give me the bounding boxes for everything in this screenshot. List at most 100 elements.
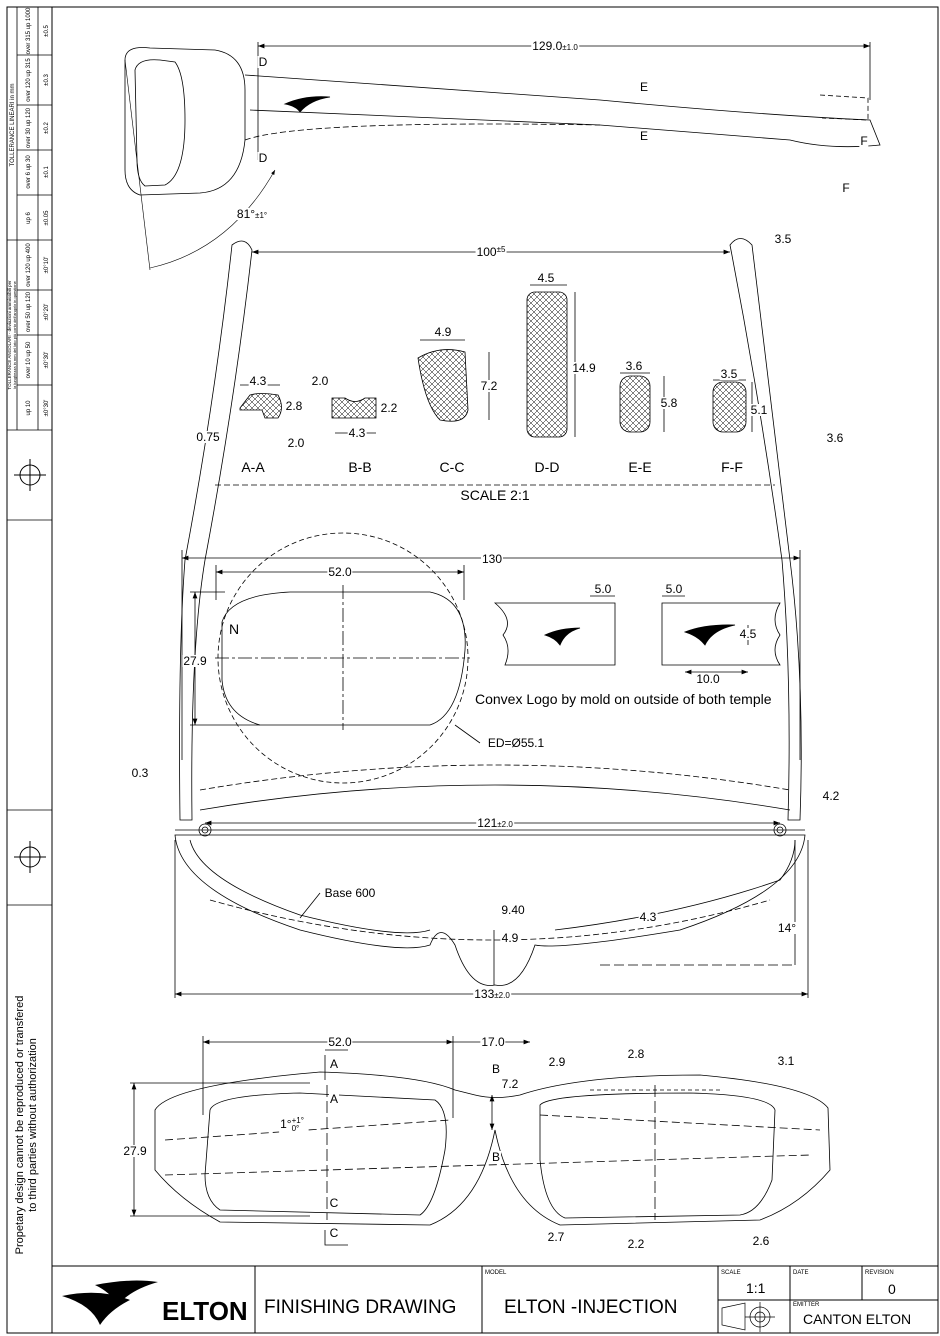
section-label: F-F [720,459,744,475]
bridge-offset-dim: 4.9 [500,931,520,945]
lens-label: N [227,621,241,637]
dim-tolerance: ±5 [496,245,506,254]
tolerance-value: ±0.1 [44,166,50,178]
section-mark-e: E [638,129,650,143]
section-dim: 2.0 [286,436,306,450]
section-label: D-D [533,459,561,475]
bridge-width-dim: 17.0 [480,1035,506,1049]
section-mark-b: B [490,1062,502,1076]
drawing-title: FINISHING DRAWING [264,1297,457,1318]
section-dim: 5.8 [659,396,679,410]
overall-width-dim: 133±2.0 [473,988,511,1000]
section-mark-f: F [841,181,851,195]
front-lens-height-dim: 27.9 [122,1144,148,1158]
frame-top-view [174,238,809,998]
lens-height-dim: 27.9 [182,654,208,668]
revision-label: REVISION [865,1270,894,1276]
section-dim: 2.2 [379,401,399,415]
thickness-dim: 2.8 [626,1047,646,1061]
tolerance-value: ±0.05 [44,210,50,226]
tolerance-range: over 10 up 50 [26,341,32,378]
section-mark-e: E [638,80,650,94]
scale-label: SCALE [721,1270,741,1276]
title-block-grid [51,1265,939,1334]
tolerance-table-grid [7,7,52,906]
section-dim: 2.0 [310,374,330,388]
thickness-dim: 2.9 [547,1055,567,1069]
emitter-value: CANTON ELTON [803,1311,912,1327]
section-mark-c: C [328,1226,340,1240]
section-dim: 4.5 [536,271,556,285]
angular-tolerance-title: TOLLERANCE ANGOLARI - deviazioni ammissi… [7,280,12,390]
dim-value: 1° [280,1117,292,1132]
brand-name: ELTON [162,1296,248,1326]
base-curve-label: Base 600 [323,886,377,900]
bridge-height-dim: 7.2 [500,1077,520,1091]
notice-line: to third parties without authorization [27,1038,39,1212]
section-label: E-E [627,459,653,475]
projection-crosshair-icon [14,841,46,873]
section-mark-d: D [257,55,269,69]
tolerance-value: ±0°20' [44,304,50,321]
dim-value: 100 [476,245,497,259]
section-dim: 4.3 [347,426,367,440]
section-label: B-B [347,459,373,475]
emitter-label: EMITTER [793,1302,820,1308]
thickness-dim: 2.7 [546,1230,566,1244]
section-mark-a: A [328,1057,340,1071]
sheet-border [6,6,939,1334]
tolerance-range: over 120 up 315 [26,58,32,102]
tolerance-range: over 6 up 30 [26,155,32,189]
dim-tolerance-lower: 0° [291,1124,300,1133]
projection-symbol-icon [721,1302,775,1332]
tolerance-range: over 30 up 120 [26,107,32,148]
section-dim: 3.5 [719,367,739,381]
thickness-dim: 2.6 [751,1234,771,1248]
temple-side-view [124,42,881,271]
wrap-angle-dim: 14° [776,921,798,935]
dim-value: 121 [477,816,498,830]
effective-diameter-dim: ED=Ø55.1 [486,736,546,750]
section-dim: 2.8 [284,399,304,413]
dim-value: 133 [474,987,495,1001]
tolerance-value: ±0°10' [44,257,50,274]
section-mark-c: C [328,1196,340,1210]
dim-value: 81° [236,207,256,221]
model-label: MODEL [485,1270,507,1276]
front-lens-width-dim: 52.0 [327,1035,353,1049]
section-views [239,284,753,438]
bridge-depth-dim: 9.40 [500,903,526,917]
tip-width-dim: 3.5 [773,232,793,246]
section-mark-f: F [859,134,869,148]
temple-width-dim: 3.6 [825,431,845,445]
section-dim: 4.9 [433,325,453,339]
dim-tolerance: ±1.0 [562,43,578,52]
logo-offset-dim: 5.0 [664,582,684,596]
dim-tolerance: ±2.0 [497,820,513,829]
dim-tolerance-upper: +1° [291,1116,304,1125]
notice-line: Propetary design cannot be reproduced or… [14,995,26,1255]
tolerance-value: ±0.3 [44,74,50,86]
dim-tolerance: ±2.0 [494,991,510,1000]
hinge-width-dim: 130 [480,552,504,566]
revision-value: 0 [888,1281,896,1297]
logo-length-dim: 10.0 [695,672,721,686]
section-dim: 3.6 [624,359,644,373]
temple-length-dim: 129.0±1.0 [531,40,579,52]
date-label: DATE [793,1270,809,1276]
model-name: ELTON -INJECTION [504,1297,678,1318]
logo-position-detail [493,595,781,675]
lens-width-dim: 52.0 [327,565,353,579]
rim-thickness-dim: 4.3 [638,910,658,924]
dim-tolerance: ±1° [255,211,268,220]
thickness-dim: 3.1 [776,1054,796,1068]
tolerance-range: up 6 [26,212,32,224]
temple-spread-dim: 100±5 [475,245,507,259]
tolerance-range: over 120 up 400 [26,243,32,287]
tolerance-value: ±0°30' [44,352,50,369]
section-mark-b: B [490,1150,502,1164]
projection-crosshair-icon [14,459,46,491]
tolerance-value: ±0.2 [44,122,50,134]
